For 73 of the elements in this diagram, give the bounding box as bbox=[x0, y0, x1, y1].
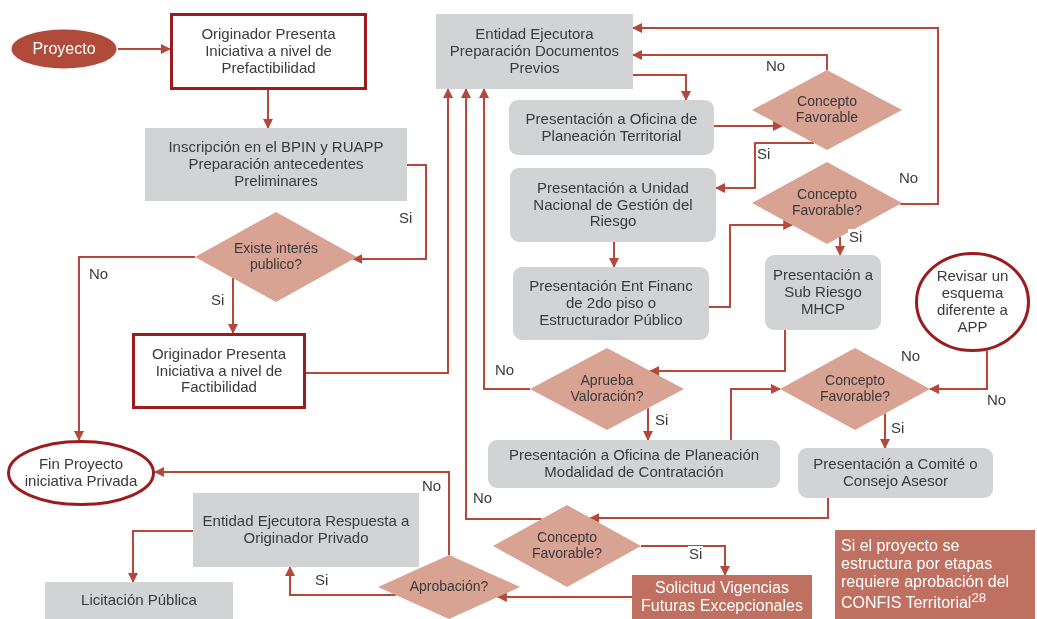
step-label: Proyecto bbox=[32, 40, 96, 58]
decision-label: Concepto Favorable? bbox=[530, 530, 603, 562]
arrow bbox=[708, 220, 794, 308]
arrow bbox=[461, 88, 543, 520]
decision-label: Concepto Favorable? bbox=[818, 373, 891, 405]
terminal-ellipse bbox=[10, 28, 118, 70]
terminal-ellipse bbox=[7, 440, 155, 506]
arrow bbox=[153, 467, 450, 556]
process-box bbox=[765, 255, 881, 330]
process-box bbox=[509, 100, 714, 155]
arrow bbox=[643, 407, 653, 441]
arrow bbox=[496, 592, 633, 602]
step-label: Entidad Ejecutora Preparación Documentos Previos bbox=[448, 26, 621, 77]
arrow bbox=[305, 88, 453, 374]
step-label: Originador Presenta Iniciativa a nivel de Prefactibilidad bbox=[200, 26, 337, 77]
process-box bbox=[145, 128, 407, 201]
decision-label: Aprobación? bbox=[409, 579, 489, 595]
step-label: Si el proyecto se estructura por etapas requiere aprobación del CONFIS Territorial$^{28}$ bbox=[841, 537, 1011, 612]
arrow bbox=[128, 530, 194, 583]
decision-diamond bbox=[378, 555, 520, 619]
arrow bbox=[632, 50, 828, 71]
decision-diamond bbox=[752, 162, 902, 244]
step-label: Inscripción en el BPIN y RUAPP Preparación antecedentes Preliminares bbox=[167, 139, 385, 190]
arrow bbox=[74, 256, 196, 441]
terminal-ellipse bbox=[915, 252, 1030, 352]
arrow bbox=[929, 349, 988, 394]
step-label: Presentación a Sub Riesgo MHCP bbox=[771, 267, 875, 318]
arrow bbox=[835, 235, 845, 256]
step-label: Entidad Ejecutora Respuesta a Originador Privado bbox=[201, 513, 411, 547]
arrow bbox=[352, 164, 427, 264]
step-label: Presentación a Comité o Consejo Asesor bbox=[812, 456, 979, 490]
process-box bbox=[170, 13, 367, 90]
process-box bbox=[513, 267, 709, 340]
decision-label: Concepto Favorable? bbox=[790, 187, 863, 219]
step-label: Fin Proyecto iniciativa Privada bbox=[23, 456, 139, 490]
process-box bbox=[835, 530, 1035, 619]
arrow bbox=[649, 329, 786, 376]
process-box bbox=[510, 168, 716, 242]
process-box bbox=[436, 14, 633, 89]
step-label: Presentación a Oficina de Planeación Territorial bbox=[524, 110, 699, 145]
step-label: Revisar un esquema diferente a APP bbox=[935, 268, 1010, 336]
step-label: Presentación Ent Financ de 2do piso o Estructurador Público bbox=[528, 278, 694, 329]
step-label: Presentación a Unidad Nacional de Gestión del Riesgo bbox=[532, 179, 694, 231]
step-label: Originador Presenta Iniciativa a nivel de Factibilidad bbox=[150, 345, 288, 397]
step-label: Licitación Pública bbox=[81, 592, 197, 609]
step-label: Presentación a Oficina de Planeación Modalidad de Contratación bbox=[507, 447, 761, 481]
process-box bbox=[798, 448, 993, 498]
decision-label: Concepto Favorable bbox=[794, 94, 860, 126]
process-box bbox=[45, 582, 233, 619]
process-box bbox=[632, 575, 812, 619]
arrow bbox=[479, 88, 531, 390]
process-box bbox=[193, 493, 419, 567]
arrow bbox=[715, 142, 815, 193]
arrow bbox=[632, 74, 691, 101]
decision-label: Aprueba Valoración? bbox=[569, 373, 645, 405]
step-label: Solicitud Vigencias Futuras Excepcionales bbox=[640, 579, 804, 615]
arrow bbox=[263, 89, 273, 129]
decision-label: Existe interés publico? bbox=[232, 241, 319, 273]
arrow bbox=[713, 121, 783, 131]
arrow bbox=[117, 44, 171, 54]
arrow bbox=[609, 241, 619, 268]
process-box bbox=[132, 333, 306, 409]
arrow bbox=[228, 277, 238, 334]
arrow bbox=[589, 497, 829, 523]
decision-diamond bbox=[752, 70, 902, 150]
arrow bbox=[640, 545, 730, 576]
arrow bbox=[880, 412, 890, 449]
arrow bbox=[632, 23, 939, 205]
process-box bbox=[488, 440, 780, 488]
arrow bbox=[730, 384, 781, 441]
decision-diamond bbox=[493, 505, 641, 587]
decision-diamond bbox=[530, 348, 684, 430]
arrow bbox=[285, 566, 397, 596]
